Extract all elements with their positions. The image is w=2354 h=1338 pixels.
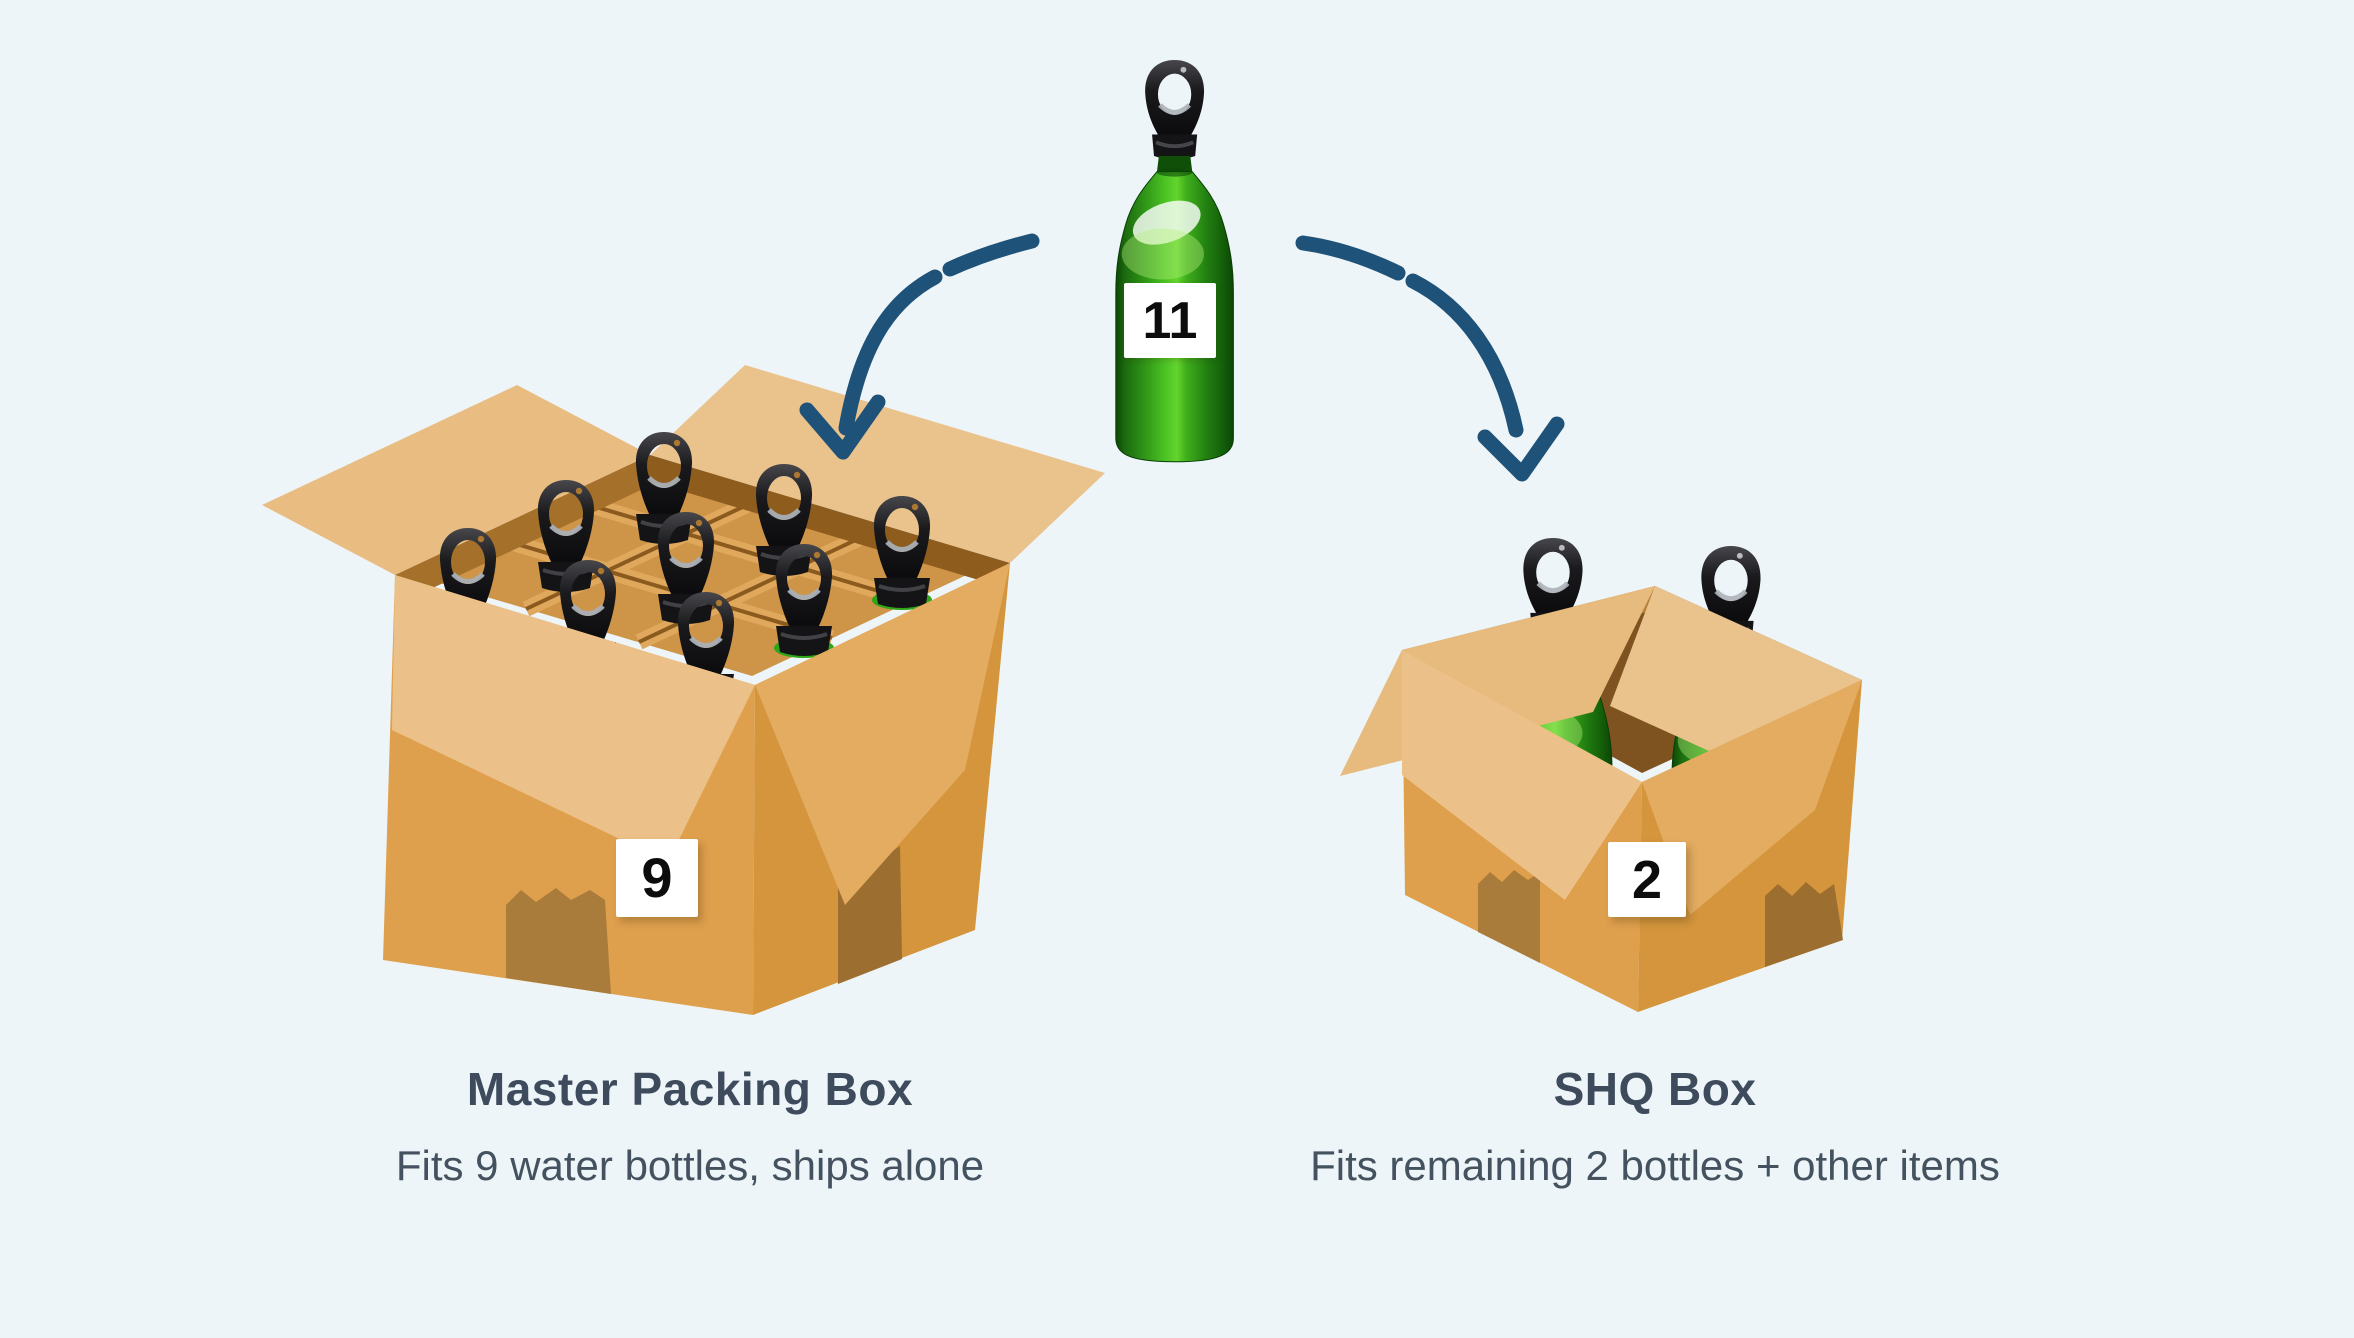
shq-box-count-badge: 2 [1608, 842, 1686, 917]
bottle-count-badge: 11 [1124, 283, 1216, 358]
shq-box-tape-right [1765, 882, 1843, 967]
right-curved-arrow [1295, 235, 1565, 482]
shq-box-title: SHQ Box [1553, 1063, 1757, 1115]
left-curved-arrow [799, 233, 1040, 460]
master-box-illustration [262, 365, 1105, 1015]
master-box-left-flap [262, 385, 650, 575]
master-box-tape-left [506, 888, 611, 994]
shq-box-hanging-flap-right [1642, 680, 1862, 915]
shq-box-caption: SHQ Box Fits remaining 2 bottles + other… [1155, 1062, 2155, 1190]
master-box-count-badge: 9 [616, 839, 698, 917]
shq-box-subtitle: Fits remaining 2 bottles + other items [1310, 1142, 2000, 1189]
master-box-caption: Master Packing Box Fits 9 water bottles,… [190, 1062, 1190, 1190]
master-box-subtitle: Fits 9 water bottles, ships alone [395, 1142, 985, 1189]
master-box-hanging-flap-right [755, 563, 1010, 905]
shq-box-tape-left [1478, 870, 1540, 963]
master-box-title: Master Packing Box [466, 1063, 914, 1115]
shq-box-illustration [1340, 538, 1862, 1012]
master-box-inner-wall-left [395, 455, 660, 601]
master-box-right-flap [650, 365, 1105, 563]
shq-box-hanging-flap-left [1402, 650, 1642, 900]
master-box-hanging-flap-left [392, 575, 755, 862]
water-bottle-illustration [1116, 60, 1234, 462]
